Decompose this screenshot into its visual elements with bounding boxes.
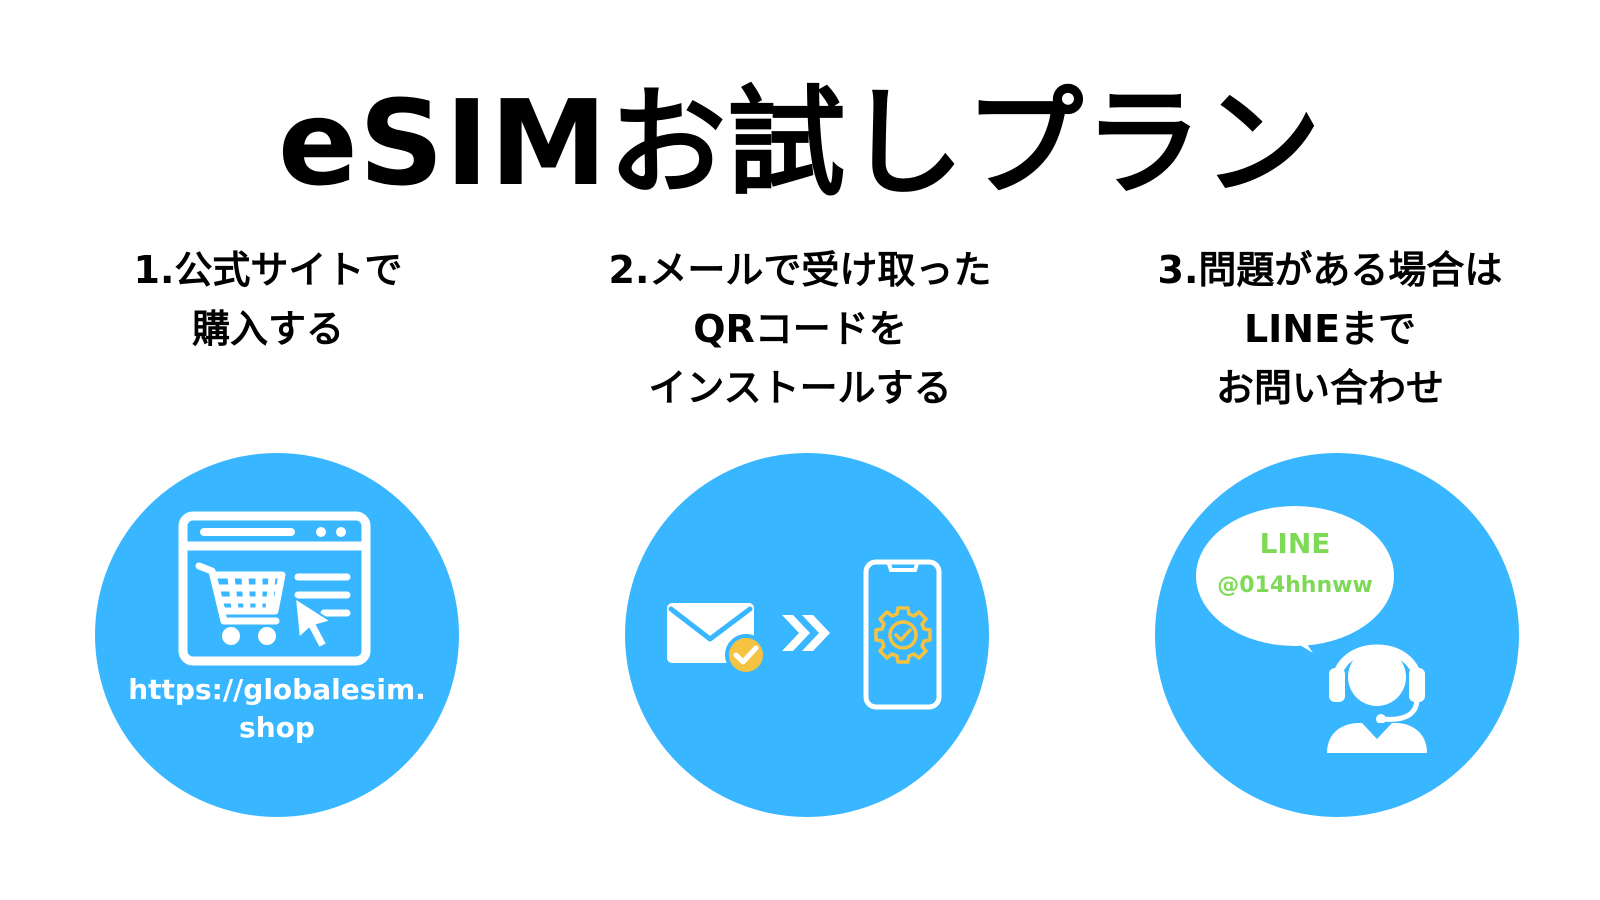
step-3-heading-line-3: お問い合わせ bbox=[1215, 366, 1444, 410]
line-label: LINE bbox=[1259, 527, 1331, 560]
step-3-illustration bbox=[1196, 506, 1427, 753]
shopping-cart-browser-icon bbox=[178, 511, 371, 666]
double-chevron-right-icon bbox=[782, 615, 830, 651]
support-agent-headset-icon bbox=[1327, 644, 1427, 753]
step-1-heading-line-1: 1.公式サイトで bbox=[133, 248, 403, 292]
step-3-heading-line-1: 3.問題がある場合は bbox=[1157, 248, 1503, 292]
smartphone-gear-icon bbox=[863, 559, 942, 710]
speech-bubble-icon bbox=[1196, 506, 1394, 653]
page-title: eSIMお試しプラン bbox=[277, 74, 1323, 212]
step-2-heading: 2.メールで受け取った QRコードを インストールする bbox=[570, 241, 1030, 418]
mail-check-icon bbox=[667, 603, 767, 676]
step-1-heading-line-2: 購入する bbox=[191, 307, 344, 351]
shop-url-line-2: shop bbox=[239, 711, 315, 744]
step-2-heading-line-1: 2.メールで受け取った bbox=[608, 248, 992, 292]
step-1-heading: 1.公式サイトで 購入する bbox=[38, 241, 498, 359]
shop-url-line-1: https://globalesim. bbox=[128, 673, 426, 706]
step-2-circle bbox=[625, 453, 989, 817]
step-2-illustration bbox=[667, 559, 942, 710]
step-3-heading-line-2: LINEまで bbox=[1243, 307, 1417, 351]
step-2-heading-line-3: インストールする bbox=[648, 366, 952, 410]
step-3-heading: 3.問題がある場合は LINEまで お問い合わせ bbox=[1100, 241, 1560, 418]
shop-url: https://globalesim. shop bbox=[95, 671, 459, 747]
line-id: @014hhnww bbox=[1217, 573, 1373, 598]
step-3-circle: LINE @014hhnww bbox=[1155, 453, 1519, 817]
step-1-circle: https://globalesim. shop bbox=[95, 453, 459, 817]
step-2-heading-line-2: QRコードを bbox=[693, 307, 907, 351]
